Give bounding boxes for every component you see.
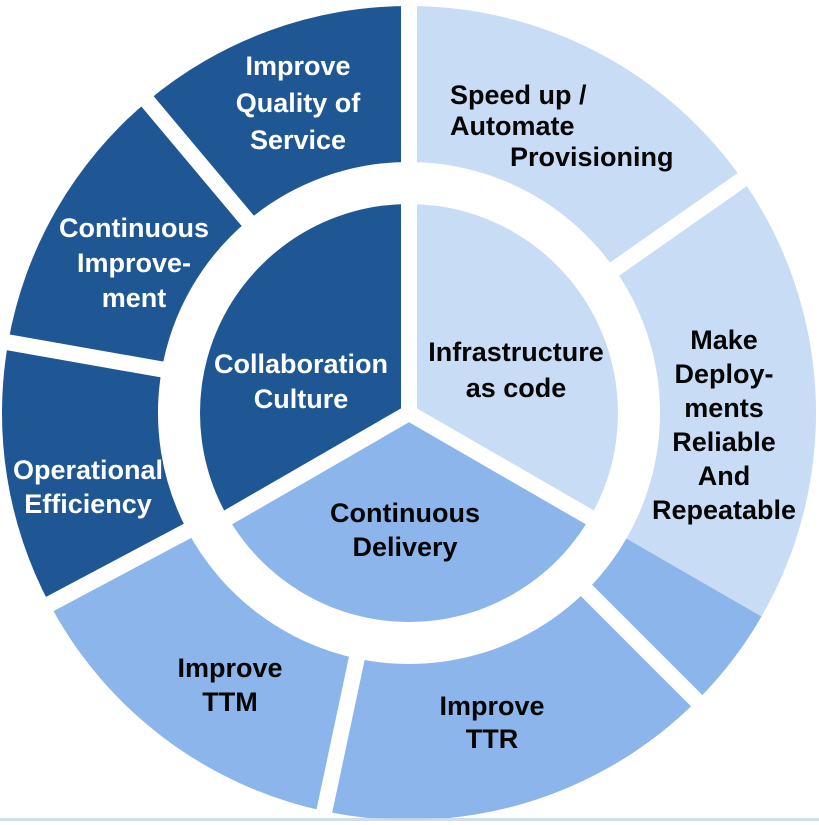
segment-speed-up-automate-provisioning (409, 6, 743, 269)
bottom-rule (0, 818, 819, 821)
segment-improve-ttr (324, 590, 697, 820)
segment-make-deployments-medium-part (586, 538, 762, 701)
outer-dividers (0, 0, 758, 825)
segment-make-deployments-light-part (614, 179, 817, 617)
segment-improve-ttm (49, 530, 357, 812)
segment-continuous-improvement (8, 101, 248, 370)
segment-operational-efficiency (1, 342, 188, 605)
inner-dividers (206, 184, 612, 535)
